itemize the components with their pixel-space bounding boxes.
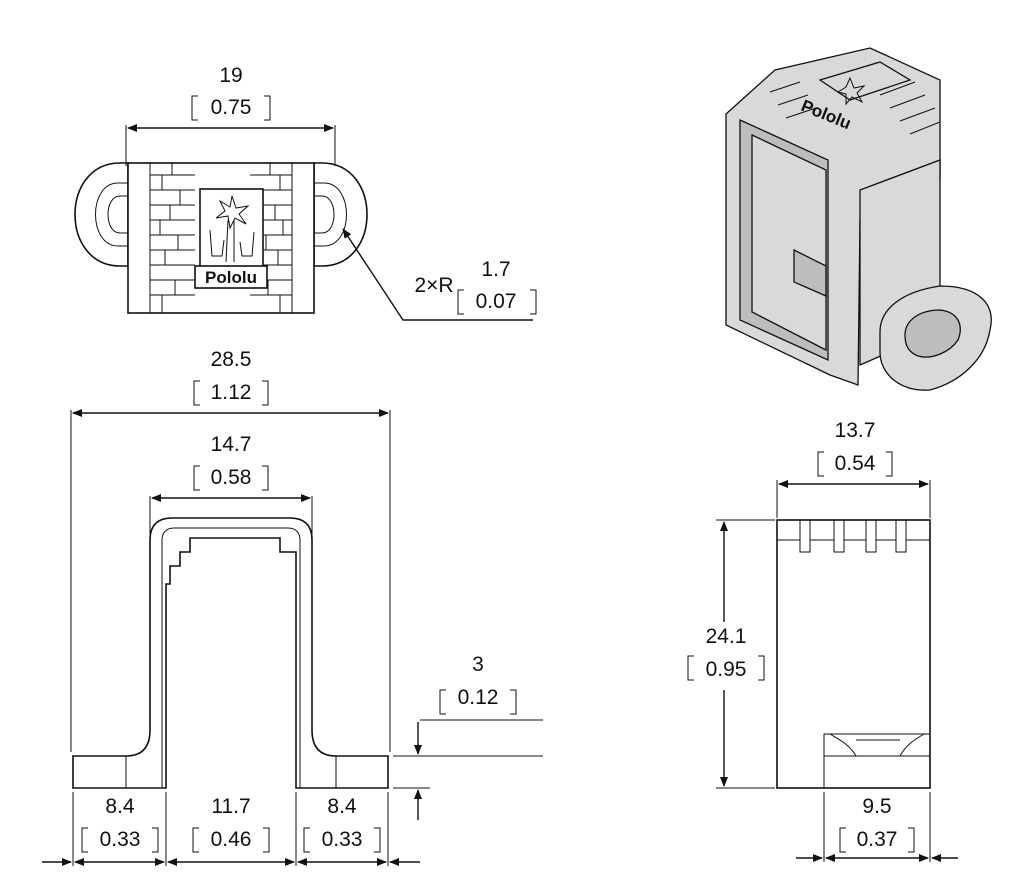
side-flange-in: 0.37 — [857, 828, 898, 851]
top-view: Pololu 19 0.75 2×R 1.7 0.07 — [74, 64, 537, 321]
inner-width-in: 0.58 — [211, 466, 252, 489]
radius-prefix: 2×R — [414, 274, 453, 297]
brand-logo-text: Pololu — [205, 268, 257, 287]
gap-in: 0.46 — [211, 828, 252, 851]
radius-in: 0.07 — [476, 290, 517, 313]
left-flange-mm: 8.4 — [105, 795, 135, 818]
overall-width-in: 1.12 — [211, 381, 252, 404]
left-ear — [74, 162, 129, 267]
right-flange-mm: 8.4 — [327, 795, 357, 818]
isometric-view: Pololu — [725, 47, 992, 391]
side-height-in: 0.95 — [706, 658, 747, 681]
palm-tree-icon — [215, 195, 250, 263]
inner-width-mm: 14.7 — [211, 433, 252, 456]
right-flange-in: 0.33 — [322, 828, 363, 851]
radius-leader — [342, 228, 533, 321]
thickness-in: 0.12 — [458, 686, 499, 709]
side-view: 13.7 0.54 24.1 0.95 9.5 0.37 — [687, 419, 958, 862]
side-width-mm: 13.7 — [835, 419, 876, 442]
front-view: 28.5 1.12 14.7 0.58 3 0.12 8.4 0.33 11.7 — [42, 348, 543, 866]
top-width-mm: 19 — [219, 64, 242, 87]
side-outline — [776, 519, 931, 789]
thickness-mm: 3 — [472, 653, 484, 676]
side-flange-mm: 9.5 — [862, 795, 891, 818]
right-ear — [313, 162, 368, 267]
side-width-in: 0.54 — [835, 452, 876, 475]
front-outline — [72, 517, 389, 789]
left-flange-in: 0.33 — [100, 828, 141, 851]
radius-mm: 1.7 — [481, 258, 510, 281]
overall-width-mm: 28.5 — [211, 348, 252, 371]
iso-star-icon — [836, 76, 866, 106]
gap-mm: 11.7 — [211, 795, 250, 818]
top-width-in: 0.75 — [211, 96, 252, 119]
side-height-mm: 24.1 — [706, 625, 747, 648]
